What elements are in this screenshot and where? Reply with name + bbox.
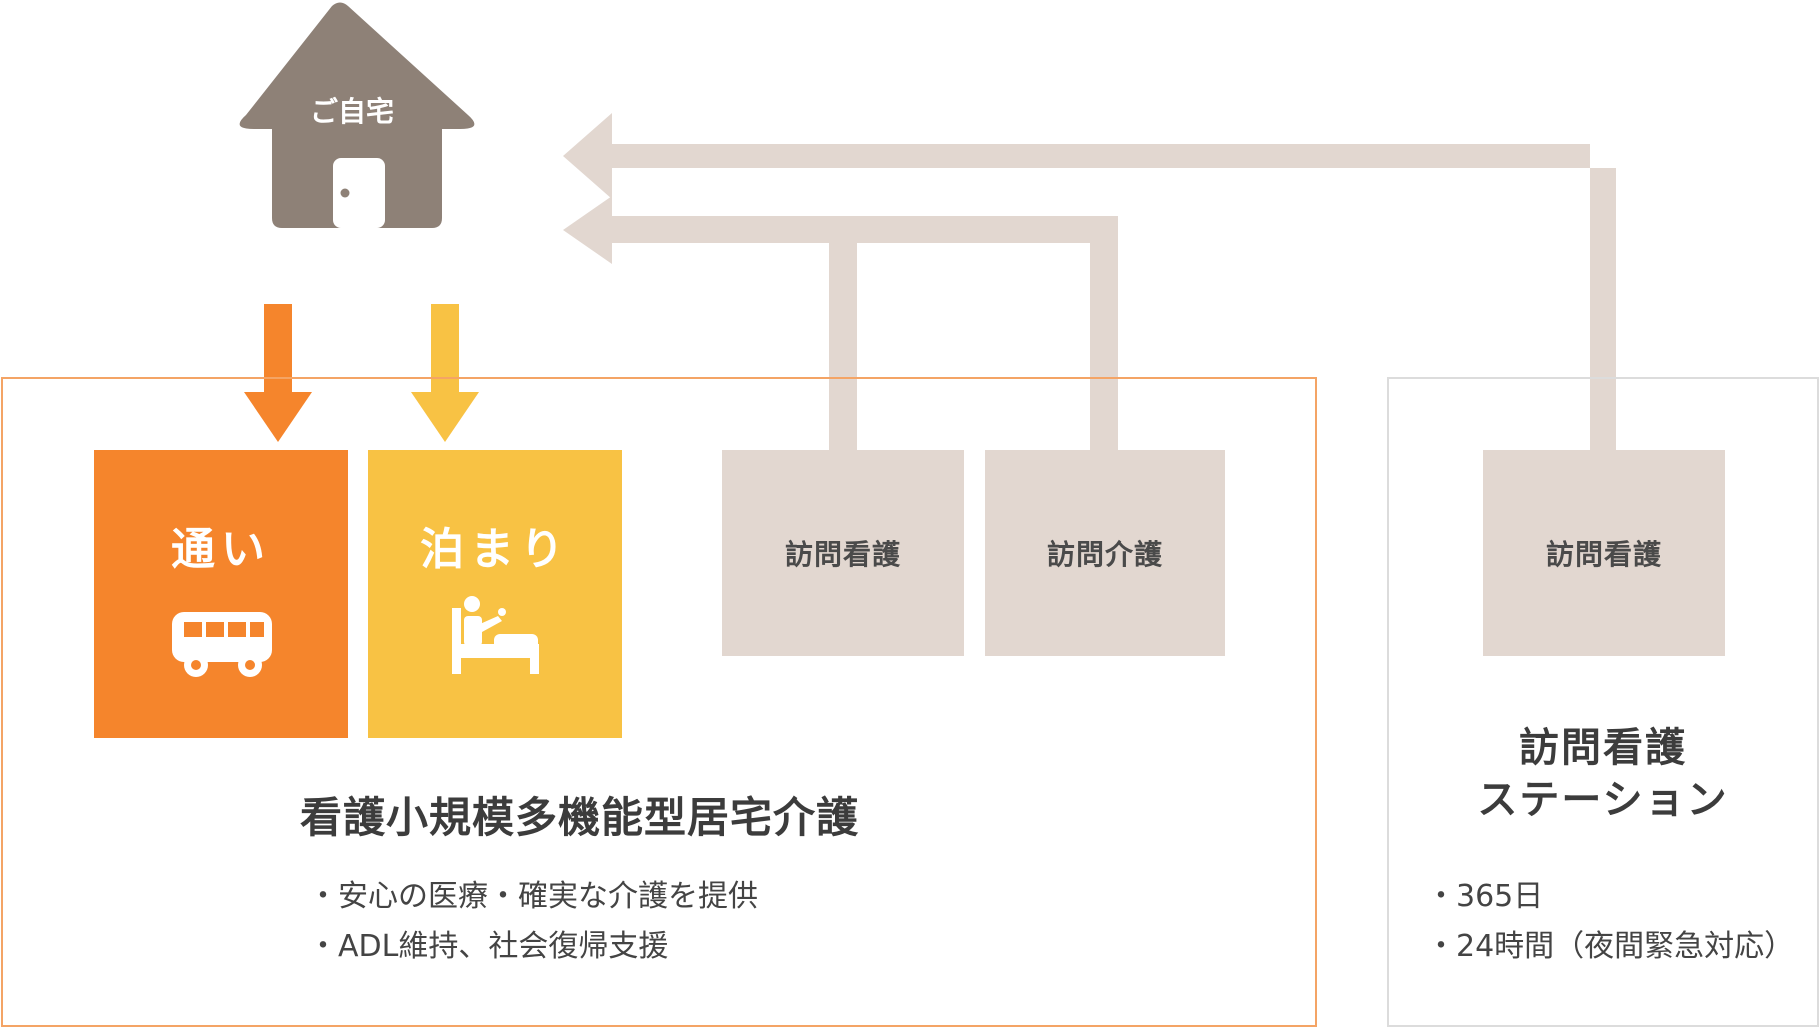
- main-service-box: [1, 377, 1317, 1027]
- station-bullets: 365日 24時間（夜間緊急対応）: [1426, 872, 1794, 972]
- main-bullet-item: 安心の医療・確実な介護を提供: [308, 872, 758, 922]
- station-title-line: 訪問看護: [1519, 725, 1687, 771]
- tile-visit-nursing-label: 訪問看護: [784, 538, 901, 571]
- arrow-head: [411, 392, 479, 442]
- house-shape: [239, 2, 475, 228]
- station-bullet-item: 365日: [1426, 872, 1794, 922]
- bus-icon: [172, 612, 272, 677]
- home-label: ご自宅: [309, 95, 394, 128]
- main-bullet-item: ADL維持、社会復帰支援: [308, 922, 758, 972]
- arrow-visit-to-home: [563, 196, 1118, 450]
- tile-visit-care-label: 訪問介護: [1046, 538, 1163, 571]
- station-bullet-item: 24時間（夜間緊急対応）: [1426, 922, 1794, 972]
- bed-icon: [452, 596, 539, 674]
- tile-tomari: 泊まり: [368, 450, 622, 738]
- door-knob: [340, 188, 350, 198]
- station-title: 訪問看護 ステーション: [1387, 722, 1819, 826]
- house-icon: [239, 2, 475, 228]
- tile-station-nursing: 訪問看護: [1483, 450, 1725, 656]
- tile-visit-care: 訪問介護: [985, 450, 1225, 656]
- arrow-head: [244, 392, 312, 442]
- tile-kayoi: 通い: [94, 450, 348, 738]
- station-box: [1387, 377, 1819, 1027]
- tile-station-nursing-label: 訪問看護: [1545, 538, 1662, 571]
- arrow-station-to-home: [563, 113, 1616, 450]
- door-shape: [333, 158, 385, 228]
- station-title-line: ステーション: [1477, 777, 1729, 823]
- tile-kayoi-label: 通い: [171, 524, 271, 575]
- tile-visit-nursing: 訪問看護: [722, 450, 964, 656]
- main-service-bullets: 安心の医療・確実な介護を提供 ADL維持、社会復帰支援: [308, 872, 758, 972]
- main-service-title: 看護小規模多機能型居宅介護: [300, 793, 860, 842]
- tile-tomari-label: 泊まり: [420, 524, 570, 575]
